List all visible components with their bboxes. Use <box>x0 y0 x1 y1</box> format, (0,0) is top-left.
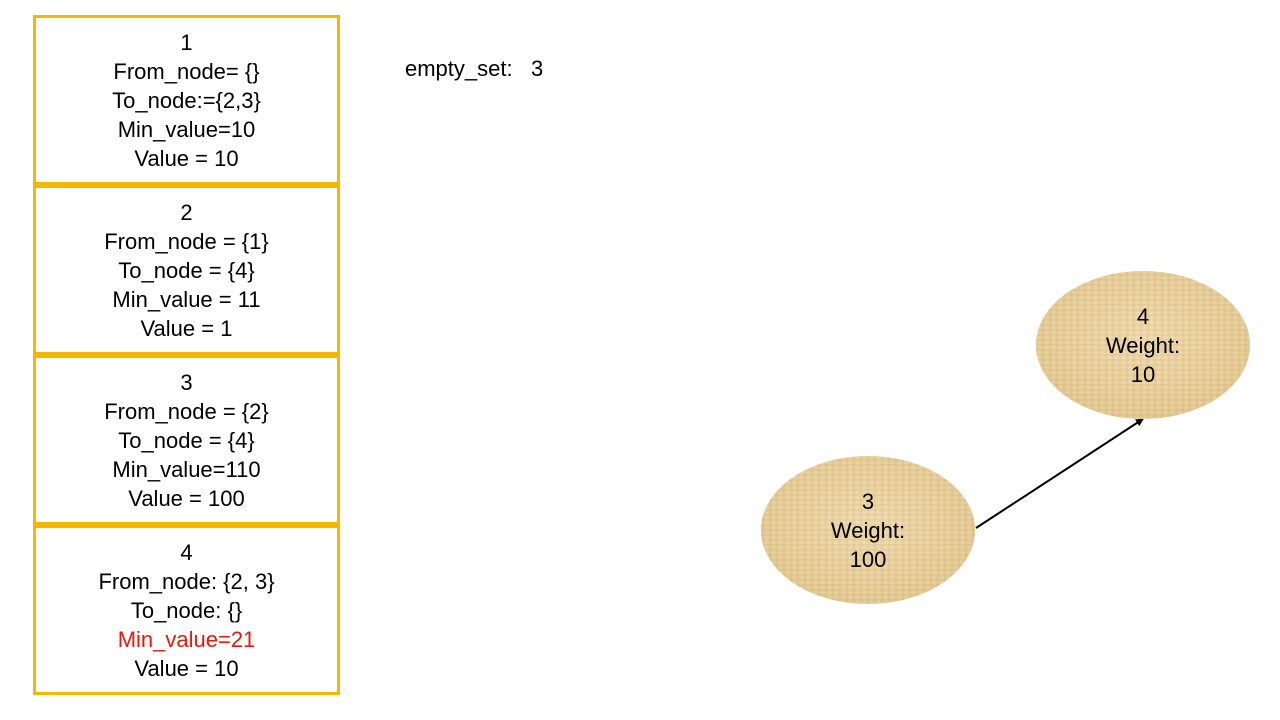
empty-set-value: 3 <box>530 56 544 81</box>
node-card-to-node: To_node = {4} <box>118 257 255 283</box>
graph-node-4-label: 4 Weight: 10 <box>1036 271 1250 419</box>
node-card-to-node: To_node = {4} <box>118 427 255 453</box>
node-card-min-value: Min_value=10 <box>117 116 256 142</box>
node-card-4: 4 From_node: {2, 3} To_node: {} Min_valu… <box>33 525 340 695</box>
node-card-min-value: Min_value=110 <box>112 456 261 482</box>
node-card-from-node: From_node = {1} <box>104 228 269 254</box>
node-card-value: Value = 10 <box>134 145 239 171</box>
node-card-value: Value = 1 <box>140 315 233 341</box>
graph-node-3-label: 3 Weight: 100 <box>761 456 975 604</box>
graph-node-id: 4 <box>1136 303 1150 329</box>
graph-node-id: 3 <box>861 488 875 514</box>
graph-node-weight-value: 100 <box>849 546 887 572</box>
graph-node-weight-value: 10 <box>1130 361 1156 387</box>
node-card-1: 1 From_node= {} To_node:={2,3} Min_value… <box>33 15 340 185</box>
node-card-min-value-highlighted: Min_value=21 <box>117 626 256 652</box>
node-card-id: 4 <box>180 539 193 565</box>
node-card-value: Value = 10 <box>134 655 239 681</box>
graph-node-3 <box>761 456 975 604</box>
empty-set-label: empty_set: <box>405 56 513 81</box>
graph-node-4 <box>1036 271 1250 419</box>
node-card-value: Value = 100 <box>128 485 245 511</box>
node-card-to-node: To_node:={2,3} <box>112 87 261 113</box>
edge-3-to-4 <box>975 418 1144 529</box>
graph-node-weight-label: Weight: <box>830 517 906 543</box>
node-card-id: 1 <box>180 29 193 55</box>
node-info-table: 1 From_node= {} To_node:={2,3} Min_value… <box>33 15 340 695</box>
node-card-3: 3 From_node = {2} To_node = {4} Min_valu… <box>33 355 340 525</box>
node-card-2: 2 From_node = {1} To_node = {4} Min_valu… <box>33 185 340 355</box>
empty-set-readout: empty_set: 3 <box>405 54 543 83</box>
node-card-from-node: From_node: {2, 3} <box>98 568 275 594</box>
parchment-grain <box>761 456 975 604</box>
node-card-min-value: Min_value = 11 <box>112 286 261 312</box>
node-card-id: 3 <box>180 369 193 395</box>
graph-node-weight-label: Weight: <box>1105 332 1181 358</box>
node-card-from-node: From_node = {2} <box>104 398 269 424</box>
node-card-to-node: To_node: {} <box>130 597 243 623</box>
node-card-from-node: From_node= {} <box>113 58 260 84</box>
node-card-id: 2 <box>180 199 193 225</box>
parchment-grain <box>1036 271 1250 419</box>
